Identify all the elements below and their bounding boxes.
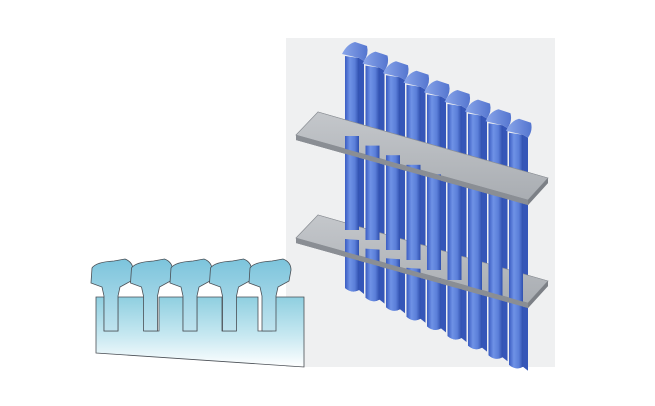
blade-middle-segment [427,174,441,270]
isometric-blade-assembly [295,42,549,371]
blade-side-face [420,86,426,323]
section-blade-head [248,258,292,332]
blade-middle-segment [386,155,400,250]
blade-middle-segment [406,164,421,260]
blade-lower-segment [427,277,441,330]
plate-overlay-side [528,178,548,205]
blade-tip-shroud [465,99,491,119]
blade-middle-segment [447,184,462,280]
blade-tip-shroud [424,80,450,100]
blade-side-face [400,77,405,314]
blade-lower-segment [447,287,462,340]
blade-lower-segment [365,248,380,302]
blade-side-face [523,134,528,371]
blade-middle-segment [365,145,380,240]
blade-tip-shroud [485,109,512,129]
blade-lower-segment [345,239,359,292]
plate-overlay-side [528,281,548,308]
blade-lower-segment [406,267,421,321]
blade-side-face [441,96,446,333]
blade-side-face [461,106,467,342]
blade-lower-segment [509,315,523,369]
blade-tip-shroud [444,90,471,109]
blade-tip-shroud [362,51,389,71]
blade-side-face [502,125,508,362]
cross-section-view [90,258,305,368]
blade-tip-shroud [383,61,409,81]
blade-tip-shroud [506,118,532,138]
section-blade-root [248,258,292,332]
blade-lower-segment [386,258,400,311]
blade-tip-shroud [403,70,430,90]
blade-middle-segment [345,136,359,230]
plate-edge-line [296,135,528,205]
plate-edge-line [296,238,528,308]
blade-side-face [482,115,487,352]
blade-side-face [379,67,385,304]
blade-middle-segment [509,212,523,310]
blade-middle-segment [468,193,482,290]
blade-lower-segment [468,296,482,350]
blade-lower-segment [488,306,503,359]
blade-tip-shroud [342,42,368,61]
blade-middle-segment [488,203,503,300]
